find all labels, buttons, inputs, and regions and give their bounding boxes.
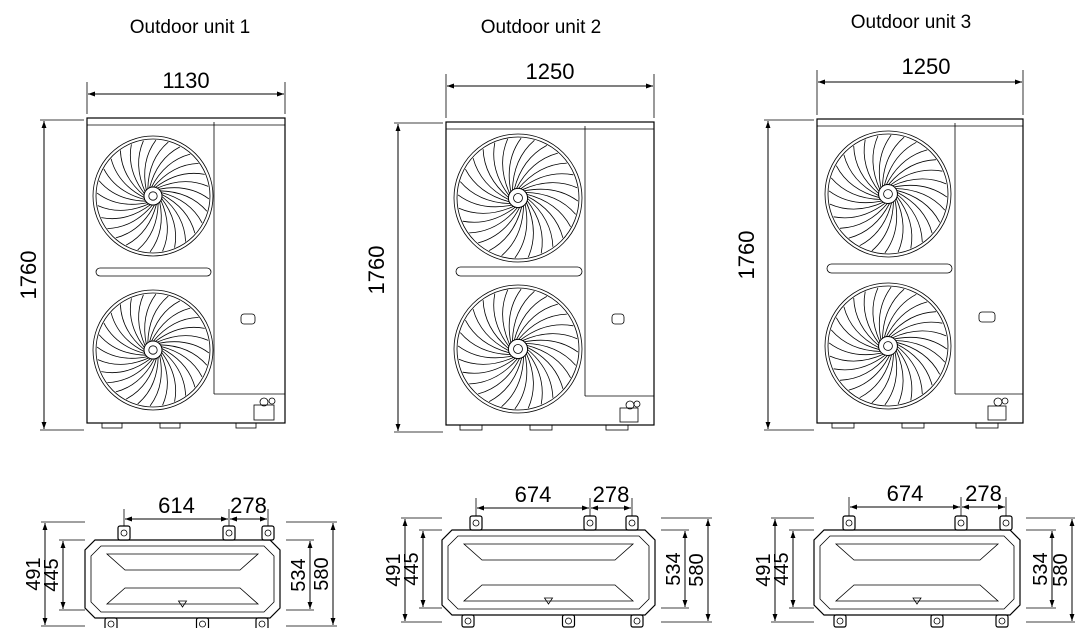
base-depth-outer-label: 491 — [23, 557, 45, 590]
unit-2-width-label: 1250 — [526, 59, 575, 84]
base-span-a-label: 614 — [158, 493, 195, 518]
unit-3-fan-upper — [824, 130, 952, 258]
unit-3-fan-lower — [824, 282, 952, 410]
unit-2-title: Outdoor unit 2 — [481, 17, 601, 38]
base-depth-inner-label: 445 — [401, 552, 423, 585]
base-depth-outer-label: 491 — [383, 553, 405, 586]
outdoor-unit-3: Outdoor unit 3 1250 1760 — [734, 12, 1024, 431]
base-side-outer-label: 580 — [686, 553, 708, 586]
unit-1-height-label: 1760 — [16, 251, 41, 300]
outdoor-unit-2: Outdoor unit 2 1250 1760 — [364, 17, 655, 433]
unit-2-front-body — [445, 121, 655, 426]
base-span-a-label: 674 — [887, 481, 924, 506]
unit-3-front-body — [816, 118, 1024, 424]
base-side-inner-label: 534 — [288, 558, 310, 591]
unit-3-title: Outdoor unit 3 — [851, 12, 971, 33]
base-side-inner-label: 534 — [1030, 552, 1052, 585]
unit-1-fan-lower — [92, 289, 214, 411]
outdoor-unit-1: Outdoor unit 1 1130 1760 — [16, 17, 286, 431]
unit-2-height-label: 1760 — [364, 246, 389, 295]
base-depth-inner-label: 445 — [771, 552, 793, 585]
base-span-b-label: 278 — [593, 482, 630, 507]
base-span-a-label: 674 — [515, 482, 552, 507]
unit-1-fan-upper — [92, 135, 214, 257]
base-side-outer-label: 580 — [1050, 553, 1072, 586]
unit-3-width-label: 1250 — [902, 54, 951, 79]
unit-1-front-body — [86, 117, 286, 424]
unit-3-height-label: 1760 — [734, 231, 759, 280]
base-span-b-label: 278 — [230, 493, 267, 518]
base-side-outer-label: 580 — [311, 557, 333, 590]
base-depth-inner-label: 445 — [41, 558, 63, 591]
base-side-inner-label: 534 — [663, 552, 685, 585]
unit-2-fan-upper — [453, 133, 583, 263]
base-depth-outer-label: 491 — [753, 553, 775, 586]
unit-2-fan-lower — [453, 284, 583, 414]
base-span-b-label: 278 — [965, 481, 1002, 506]
unit-1-title: Outdoor unit 1 — [130, 17, 250, 38]
unit-1-width-label: 1130 — [162, 68, 209, 93]
